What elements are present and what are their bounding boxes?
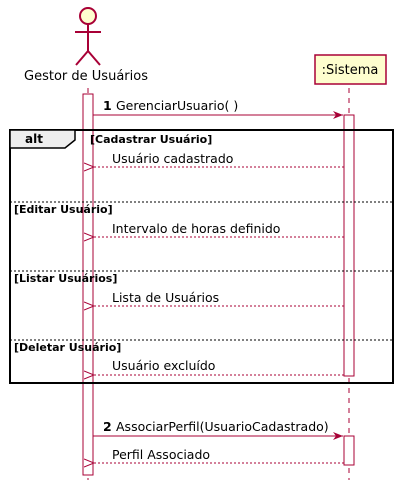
return-message-5-text: Perfil Associado: [112, 447, 210, 462]
activation-bar-gestor: [82, 93, 94, 476]
actor-gestor: Gestor de Usuários: [24, 7, 148, 84]
message-2-number: 2: [103, 419, 112, 434]
return-message-5: Perfil Associado: [94, 447, 344, 463]
return-message-3-text: Lista de Usuários: [112, 290, 219, 305]
return-message-3: Lista de Usuários: [94, 290, 344, 306]
alt-fragment-frame: [9, 129, 394, 384]
return-message-1: Usuário cadastrado: [94, 151, 344, 167]
alt-fragment-operator: alt: [25, 132, 43, 146]
message-2-text: AssociarPerfil(UsuarioCadastrado): [116, 419, 329, 434]
return-message-4: Usuário excluído: [94, 358, 344, 375]
participant-sistema-box: [314, 54, 387, 85]
alt-guard-cadastrar: [Cadastrar Usuário]: [90, 133, 212, 146]
alt-fragment: alt [Cadastrar Usuário] [Editar Usuário]…: [9, 129, 394, 384]
alt-guard-listar: [Listar Usuários]: [14, 272, 117, 285]
participant-sistema-label: :Sistema: [322, 63, 379, 78]
return-message-4-text: Usuário excluído: [112, 358, 215, 373]
activation-bar-sistema-2: [343, 435, 355, 466]
actor-gestor-label: Gestor de Usuários: [24, 69, 148, 84]
message-1: 1 GerenciarUsuario( ): [93, 98, 343, 119]
stick-figure-icon: [75, 7, 101, 66]
return-message-2-text: Intervalo de horas definido: [112, 221, 280, 236]
return-message-2: Intervalo de horas definido: [94, 221, 344, 237]
message-1-number: 1: [103, 98, 112, 113]
message-1-text: GerenciarUsuario( ): [116, 98, 238, 113]
message-2: 2 AssociarPerfil(UsuarioCadastrado): [93, 419, 343, 440]
activation-bar-sistema-1: [343, 114, 355, 377]
alt-guard-editar: [Editar Usuário]: [14, 203, 113, 216]
participant-sistema: :Sistema: [314, 54, 387, 85]
return-message-1-text: Usuário cadastrado: [112, 151, 233, 166]
alt-fragment-operator-tab: [9, 129, 76, 149]
alt-guard-deletar: [Deletar Usuário]: [14, 341, 121, 354]
